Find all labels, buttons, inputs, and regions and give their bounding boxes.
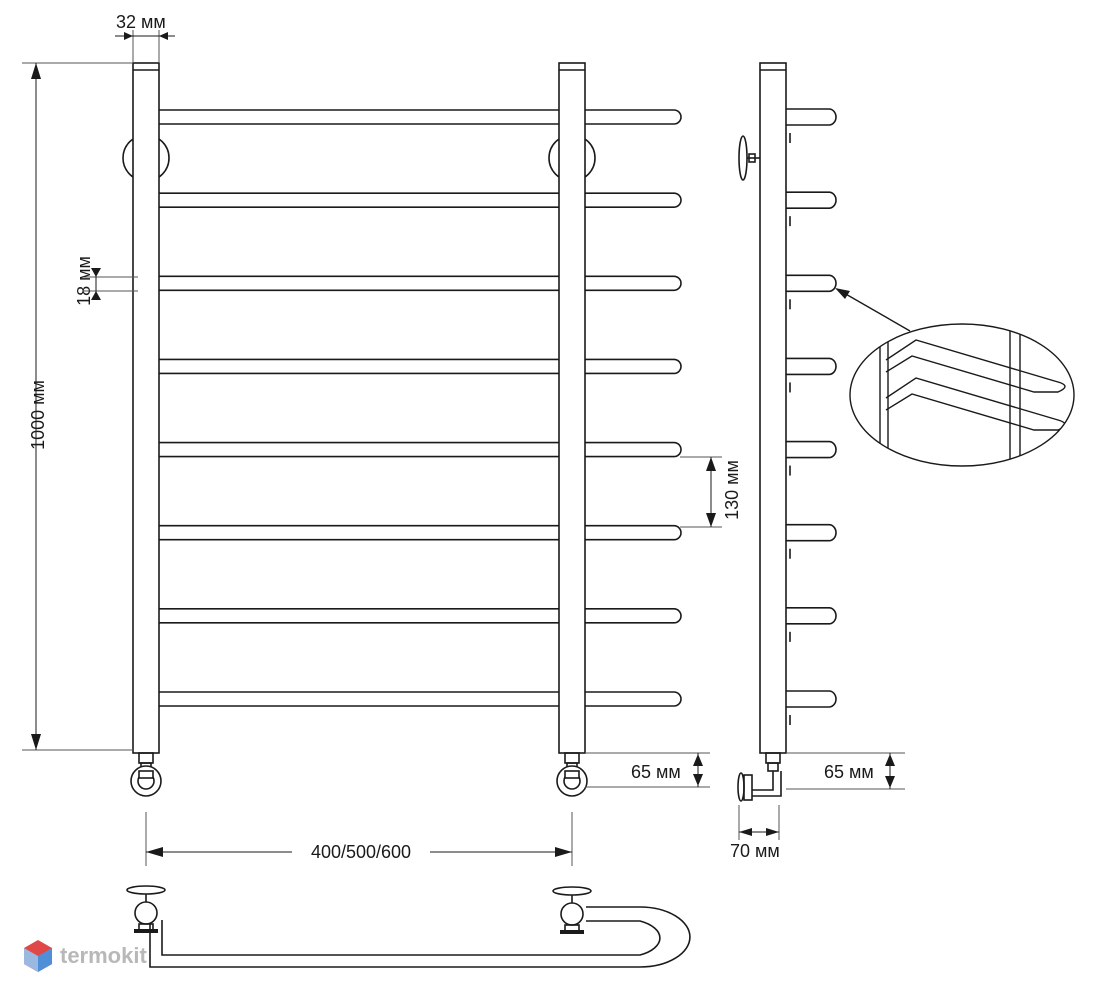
connection-height-side-label: 65 мм	[824, 762, 874, 782]
rung-5	[137, 441, 682, 458]
bottom-valve-top-left	[126, 885, 166, 933]
connection-height-front-label: 65 мм	[631, 762, 681, 782]
total-height-label: 1000 мм	[28, 380, 48, 450]
side-view	[737, 62, 837, 802]
bottom-valve-left	[130, 752, 162, 797]
side-rung-7	[786, 607, 837, 625]
rung-6	[137, 524, 682, 541]
side-wall-mount	[738, 135, 760, 181]
pipe-diameter-label: 32 мм	[116, 12, 166, 32]
right-vertical-pipe	[558, 62, 586, 754]
rungs	[137, 109, 682, 707]
left-vertical-pipe	[132, 62, 160, 754]
rung-spacing-label: 130 мм	[722, 460, 742, 520]
center-distance-label: 400/500/600	[311, 842, 411, 862]
wall-offset-label: 70 мм	[730, 841, 780, 861]
bottom-valve-right	[556, 752, 588, 797]
side-rung-3	[786, 274, 837, 293]
rung-8	[137, 691, 682, 707]
side-rung-8	[786, 690, 837, 708]
front-view	[122, 62, 682, 797]
rung-3	[137, 275, 682, 292]
side-bottom-connector	[737, 752, 782, 802]
bottom-view	[126, 885, 691, 968]
rung-7	[137, 608, 682, 624]
detail-callout	[835, 288, 1075, 467]
side-rung-1	[786, 108, 837, 126]
rung-1	[137, 109, 682, 125]
bottom-valve-top-right	[552, 886, 592, 934]
side-dimensions	[738, 752, 905, 840]
bottom-loop-pipe	[149, 906, 691, 968]
logo-text: termokit	[60, 943, 147, 968]
rung-4	[137, 358, 682, 375]
side-rung-4	[786, 357, 837, 376]
side-rungs	[786, 108, 837, 725]
side-rung-2	[786, 191, 837, 209]
rung-2	[137, 192, 682, 208]
side-rung-6	[786, 523, 837, 542]
termokit-logo: termokit	[24, 940, 147, 972]
rung-diameter-label: 18 мм	[74, 256, 94, 306]
front-dimensions	[22, 30, 722, 866]
side-vertical-pipe	[759, 62, 787, 754]
side-rung-5	[786, 440, 837, 459]
